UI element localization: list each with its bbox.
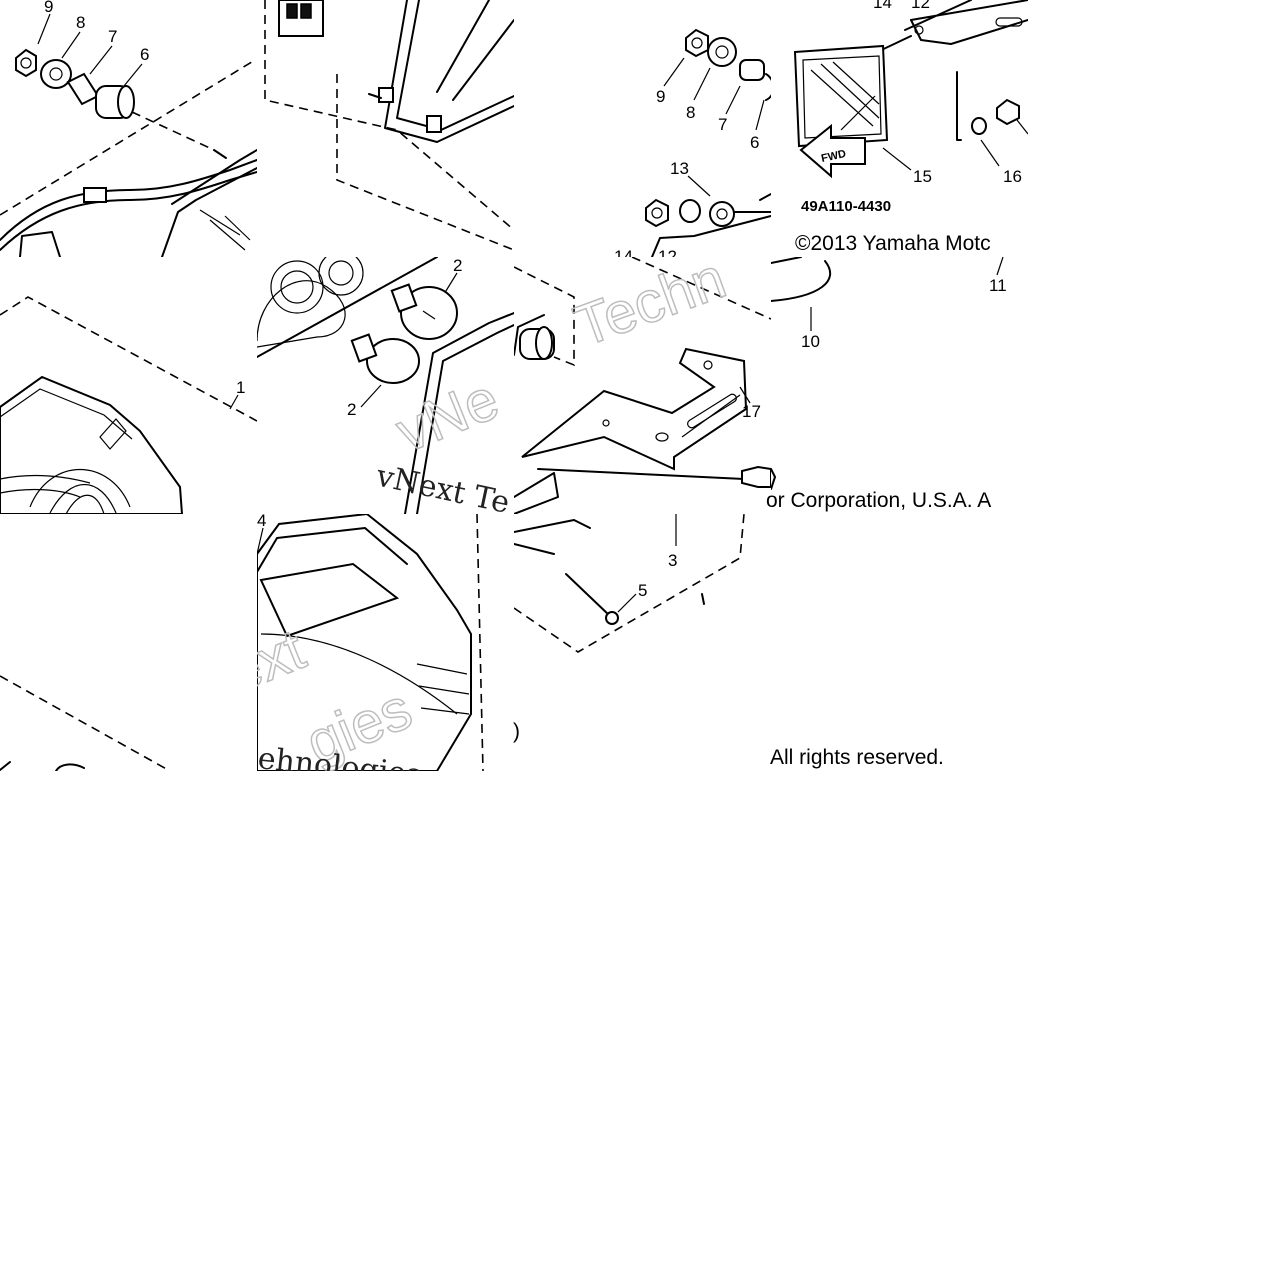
bracket-icon — [521, 347, 748, 471]
callout-17: 17 — [742, 402, 761, 421]
part-code: 49A110-4430 — [801, 198, 892, 215]
callout-9: 9 — [44, 0, 53, 16]
callout-2: 2 — [453, 257, 462, 275]
copyright-line-2: or Corporation, U.S.A. A — [766, 489, 992, 512]
callout-5: 5 — [638, 581, 647, 600]
collar-icon — [66, 72, 100, 106]
mount-bolt-drawing: 3 5 — [514, 514, 745, 653]
nut-icon — [996, 98, 1020, 126]
callout-14: 14 — [614, 247, 633, 257]
lamp-lens-drawing: 1 — [0, 296, 257, 514]
copyright-line-3: All rights reserved. — [770, 746, 944, 769]
tile-license-bracket: 17 Techn — [514, 257, 771, 514]
callout-4: 4 — [257, 514, 266, 530]
tile-reflector: 14 12 15 FWD 16 — [771, 0, 1028, 257]
callout-10: 10 — [801, 332, 820, 351]
bolt-head-icon — [605, 611, 619, 625]
washer-icon — [40, 59, 72, 89]
collar-icon — [739, 59, 765, 81]
bulb-icon — [366, 338, 420, 384]
license-bracket-drawing: 17 Techn — [514, 257, 771, 514]
lens-icon — [0, 375, 184, 514]
nut-icon — [15, 48, 37, 78]
fwd-label: FWD — [820, 148, 847, 165]
callout-7: 7 — [108, 27, 117, 46]
fastener-stack-drawing: 9 8 7 6 13 14 12 — [614, 28, 771, 257]
screw-icon — [741, 465, 771, 488]
housing-outline-drawing — [0, 675, 171, 771]
grommet-stack-drawing: 9 8 7 6 — [0, 0, 257, 257]
callout-15: 15 — [913, 167, 932, 186]
connector-icon — [19, 231, 61, 257]
reflector-drawing: 14 12 15 FWD 16 — [793, 0, 1028, 186]
copyright-fragment: ) — [513, 720, 520, 743]
callout-11: 11 — [989, 276, 1007, 295]
callout-8: 8 — [686, 103, 695, 122]
lock-washer-icon — [679, 199, 701, 223]
washer-icon — [971, 117, 987, 135]
callout-12: 12 — [658, 247, 677, 257]
bracket-arm-drawing: 11 10 — [771, 257, 1007, 490]
callout-8: 8 — [76, 13, 85, 32]
lamp-housing-drawing — [264, 0, 514, 251]
reflector-icon — [793, 44, 889, 148]
nut-icon — [685, 28, 709, 58]
callout-14: 14 — [873, 0, 892, 12]
bulbs-drawing: 2 2 vNext Te vNe — [257, 257, 514, 514]
nut-icon — [645, 198, 669, 228]
tile-bulbs: 2 2 vNext Te vNe — [257, 257, 514, 514]
callout-7: 7 — [718, 115, 727, 134]
tile-grommet-stack: 9 8 7 6 — [0, 0, 257, 257]
tile-tail-lens: 4 ext gies ehnologies — [257, 514, 485, 771]
callout-13: 13 — [670, 159, 689, 178]
fwd-arrow-icon — [799, 123, 866, 179]
callout-6: 6 — [750, 133, 759, 152]
watermark-text: Techn — [566, 257, 734, 359]
callout-12: 12 — [911, 0, 930, 12]
callout-2: 2 — [347, 400, 356, 419]
tail-lens-drawing: 4 ext gies ehnologies — [257, 514, 484, 771]
callout-9: 9 — [656, 87, 665, 106]
tile-lamp-housing — [257, 0, 514, 257]
copyright-line-1: ©2013 Yamaha Motc — [795, 232, 991, 255]
washer-icon — [707, 37, 737, 67]
washer-icon — [709, 201, 735, 227]
tile-lamp-lens: 1 — [0, 257, 257, 514]
tile-bracket-arm: 11 10 — [771, 257, 1028, 514]
callout-16: 16 — [1003, 167, 1022, 186]
tile-mount-bolt: 3 5 — [514, 514, 771, 654]
watermark-text: vNext Te — [372, 458, 512, 514]
callout-6: 6 — [140, 45, 149, 64]
callout-1: 1 — [236, 378, 245, 397]
tile-housing-outline — [0, 514, 257, 771]
tile-fastener-stack: 9 8 7 6 13 14 12 — [514, 0, 771, 257]
callout-3: 3 — [668, 551, 677, 570]
